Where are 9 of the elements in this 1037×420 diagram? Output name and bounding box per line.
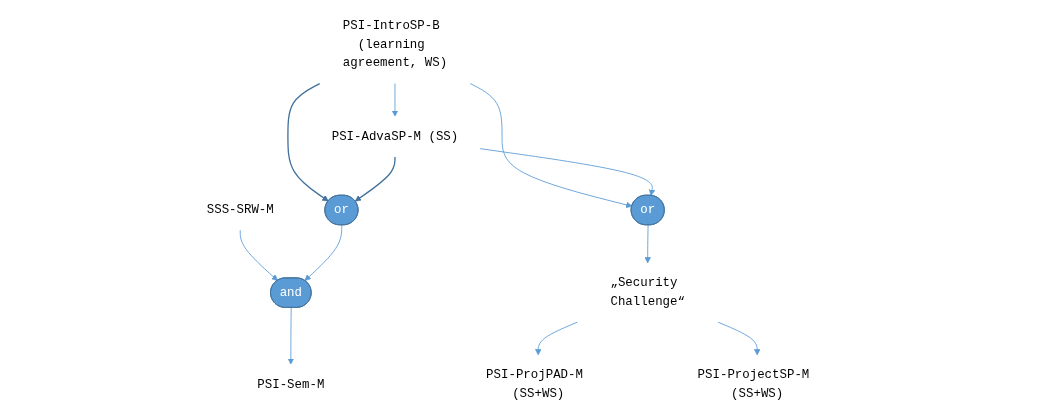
node-text: „Security Challenge“: [610, 276, 685, 309]
node-text: PSI-Sem-M: [257, 377, 325, 392]
node-text: PSI-AdvaSP-M (SS): [331, 129, 459, 144]
node-text: PSI-ProjectSP-M (SS+WS): [697, 368, 810, 401]
arrow: [287, 82, 329, 202]
arrow: [354, 156, 396, 202]
node-text: SSS-SRW-M: [206, 202, 274, 217]
node-text: PSI-IntroSP-B (learning agreement, WS): [342, 18, 448, 71]
node-text: PSI-ProjPAD-M (SS+WS): [486, 368, 583, 401]
